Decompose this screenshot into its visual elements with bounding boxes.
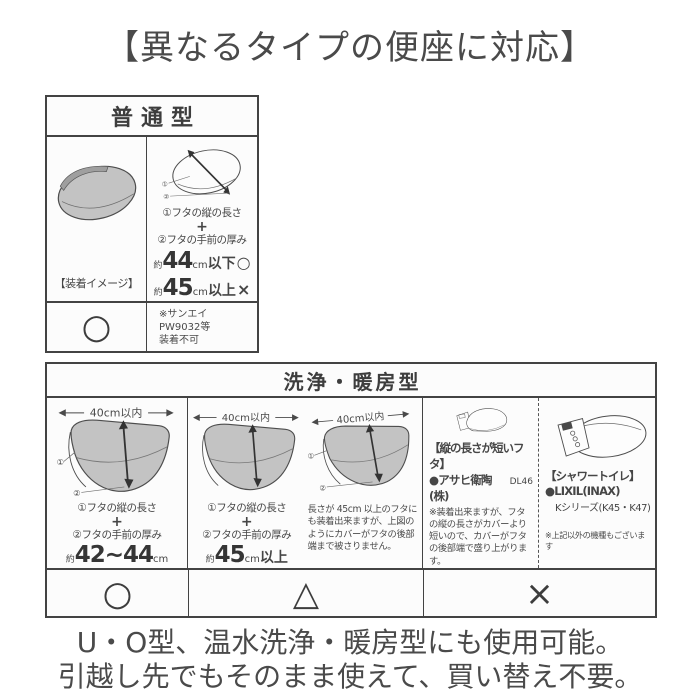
symbol-cell-ok: ○: [47, 570, 189, 618]
size-ok-cond: 以下: [207, 256, 236, 272]
lid-front-diagram-2: 40cm以内: [193, 411, 299, 491]
note-line2: PW9032等: [159, 321, 211, 333]
col1-line2: ②フタの手前の厚み: [72, 528, 162, 541]
label-1-icon: ①: [307, 452, 314, 461]
symbol-cell-partial: △: [189, 570, 424, 618]
washing-col5: 【シャワートイレ】 ●LIXIL(INAX) Kシリーズ(K45・K47) ※上…: [539, 398, 655, 568]
compatible-symbol: ○: [81, 307, 112, 347]
col1-line1: ①フタの縦の長さ: [77, 501, 157, 514]
washing-col1: 40cm以内 ① ② ①フタの縦の長さ + ②フタの手前の厚み: [47, 398, 188, 568]
normal-note-cell: ※サンエイ PW9032等 装着不可: [147, 303, 257, 351]
note-line3: 装着不可: [159, 334, 199, 346]
col5-title: 【シャワートイレ】: [545, 469, 640, 483]
col4-title: 【縦の長さが短いフタ】: [429, 440, 525, 471]
measure-text: ①フタの縦の長さ + ②フタの手前の厚み: [158, 207, 247, 247]
col1-size-value: 42~44: [74, 542, 154, 568]
size-ng-row: 約 45 cm 以上 ×: [154, 275, 251, 301]
col1-size-unit: cm: [153, 554, 169, 565]
col2-line1: ①フタの縦の長さ: [207, 502, 287, 514]
washing-table-body: 40cm以内 ① ② ①フタの縦の長さ + ②フタの手前の厚み: [47, 398, 655, 568]
washing-col4: 【縦の長さが短いフタ】 ●アサヒ衛陶(株) DL46 ※装着出来ますが、フタの縦…: [423, 398, 539, 568]
width-arrow-label: 40cm以内: [90, 406, 143, 420]
normal-result-cell: ○: [47, 303, 147, 351]
lid-front-diagram-1: 40cm以内 ① ②: [57, 406, 174, 498]
size-ng-prefix: 約: [153, 288, 163, 298]
col5-model: Kシリーズ(K45・K47): [555, 503, 651, 514]
col5-note: ※上記以外の機種もございます: [545, 530, 645, 551]
col4-brand: ●アサヒ衛陶(株): [429, 472, 493, 503]
label-1-icon: ①: [162, 180, 168, 188]
size-ok-unit: cm: [192, 260, 208, 271]
normal-table-body: 【装着イメージ】 ① ② ①フタの縦の長さ + ②フタの手前の: [47, 137, 257, 301]
footer-text: U・O型、温水洗浄・暖房型にも使用可能。 引越し先でもそのまま使えて、買い替え不…: [0, 626, 700, 694]
col1-plus: +: [111, 513, 123, 530]
col2-size-suffix: 以上: [259, 550, 288, 567]
measure-line1: ①フタの縦の長さ: [162, 206, 242, 219]
washing-table-footer: ○ △ ×: [47, 568, 655, 618]
col2-text: ①フタの縦の長さ + ②フタの手前の厚み 約 45 cm 以上: [188, 502, 305, 568]
symbol-cell-ng: ×: [424, 570, 655, 618]
washing-type-table: 洗浄・暖房型 40cm以内 ① ②: [45, 362, 657, 618]
washing-col2-col3: 40cm以内 40cm以内: [188, 398, 423, 568]
page-title: 【異なるタイプの便座に対応】: [105, 28, 595, 68]
install-image-caption: 【装着イメージ】: [54, 277, 139, 290]
col4-note: ※装着出来ますが、フタの縦の長さがカバーより短いので、カバーがフタの後部端で盛り…: [429, 506, 527, 567]
label-2-icon: ②: [319, 483, 326, 492]
width-arrow-label: 40cm以内: [336, 409, 385, 426]
col2-size-value: 45: [214, 542, 246, 569]
normal-measure-cell: ① ② ①フタの縦の長さ + ②フタの手前の厚み 約 44 cm 以下 ○: [147, 137, 257, 301]
toilet-lid-shaded-illustration: [57, 165, 136, 221]
col1-measure-text: ①フタの縦の長さ + ②フタの手前の厚み: [73, 502, 162, 542]
size-ng-value: 45: [162, 275, 194, 301]
width-arrow-label: 40cm以内: [222, 411, 270, 424]
short-lid-washlet-illustration: [456, 408, 508, 432]
footer-line1: U・O型、温水洗浄・暖房型にも使用可能。: [76, 626, 624, 659]
size-ng-cond: 以上: [207, 283, 236, 299]
col1-size-prefix: 約: [65, 555, 75, 565]
col3-text: 長さが 45cm 以上のフタにも装着出来ますが、上図のようにカバーがフタの後部端…: [305, 502, 422, 568]
cross-mark: ×: [236, 280, 251, 299]
note-line1: ※サンエイ: [159, 308, 208, 320]
col1-size-row: 約 42~44 cm: [66, 542, 169, 568]
size-ok-value: 44: [162, 248, 193, 274]
footer-line2: 引越し先でもそのまま使えて、買い替え不要。: [57, 660, 643, 694]
lid-front-diagram-3: 40cm以内 ① ②: [307, 409, 409, 492]
lid-measure-diagram: ① ②: [162, 149, 241, 201]
col2-size-prefix: 約: [205, 555, 215, 566]
col2-size-unit: cm: [244, 554, 260, 566]
normal-install-cell: 【装着イメージ】: [47, 137, 147, 301]
label-2-icon: ②: [163, 193, 169, 201]
compatible-symbol: ○: [102, 574, 133, 614]
col4-brand-row: ●アサヒ衛陶(株) DL46: [429, 472, 533, 504]
plus-sign: +: [196, 218, 208, 235]
col2-plus: +: [240, 514, 253, 531]
col5-brand: ●LIXIL(INAX): [545, 484, 620, 498]
size-ok-prefix: 約: [153, 261, 163, 271]
size-ok-row: 約 44 cm 以下 ○: [153, 248, 250, 274]
col2-col3-text: ①フタの縦の長さ + ②フタの手前の厚み 約 45 cm 以上 長さが 45cm…: [188, 502, 422, 568]
measure-line2: ②フタの手前の厚み: [157, 233, 247, 246]
circle-mark: ○: [236, 253, 251, 272]
col2-line2: ②フタの手前の厚み: [202, 529, 292, 542]
size-ng-unit: cm: [192, 287, 208, 298]
normal-table-header: 普通型: [47, 97, 257, 137]
col2-size-row: 約 45 cm 以上: [188, 542, 305, 568]
normal-table-footer: ○ ※サンエイ PW9032等 装着不可: [47, 301, 257, 351]
label-1-icon: ①: [57, 457, 64, 467]
washing-table-header: 洗浄・暖房型: [47, 364, 655, 398]
col4-model: DL46: [509, 476, 533, 487]
col2-col3-images: 40cm以内 40cm以内: [188, 398, 422, 502]
partial-symbol: △: [292, 574, 320, 614]
col3-note: 長さが 45cm 以上のフタにも装着出来ますが、上図のようにカバーがフタの後部端…: [307, 504, 418, 552]
incompatible-symbol: ×: [525, 574, 554, 614]
normal-type-table: 普通型 【装着イメージ】 ① ②: [45, 95, 259, 353]
label-2-icon: ②: [73, 488, 80, 498]
shower-toilet-illustration: [557, 415, 647, 458]
